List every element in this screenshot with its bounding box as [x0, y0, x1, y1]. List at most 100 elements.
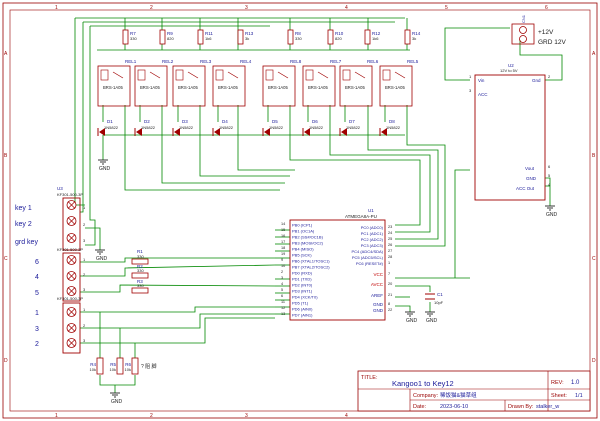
diode-part: 1N5822	[386, 125, 401, 130]
power-connector: CN1 +12V GRD 12V	[511, 14, 566, 46]
resistor-value: 1k6	[205, 36, 212, 41]
mcu-pin-name: PC1 (ADC1)	[361, 231, 384, 236]
relay-contact	[354, 71, 366, 79]
ground-label: GND	[99, 166, 111, 172]
relay-part: BRS-1A05	[140, 85, 160, 90]
relay-part: BRS-1A05	[308, 85, 328, 90]
diode-symbol	[304, 128, 310, 136]
mcu-power-pin-name: AREF	[371, 293, 383, 298]
mcu-pin-number: 4	[281, 282, 283, 286]
regulator-pin: Gnd	[532, 78, 541, 83]
screw-terminal	[66, 233, 77, 243]
r1-ref: R1	[137, 249, 143, 254]
relay-body	[379, 65, 413, 107]
r2-value: 330	[137, 268, 144, 273]
diode-ref: D2	[144, 119, 150, 124]
mcu-pin-name: PB4 (MISO)	[292, 247, 314, 252]
frame-row-label: B	[4, 153, 8, 159]
mcu-pin-number: 22	[388, 308, 392, 312]
mcu-pin-number: 25	[388, 237, 392, 241]
relay-part: BRS-1A05	[268, 85, 288, 90]
company-value: 稀饭猫&猫草组	[440, 391, 477, 399]
diode-ref: D3	[182, 119, 188, 124]
resistor-ref: R8	[295, 31, 301, 36]
resistor-value: 330	[295, 36, 302, 41]
regulator-pin-num: 1	[469, 74, 472, 79]
wires	[74, 17, 563, 393]
pulldown-resistors: R4 10k R5 10k R6 10k ? 阻 脚	[90, 357, 157, 375]
company-label: Company:	[413, 393, 439, 399]
regulator-pin: GND	[526, 176, 537, 181]
rev-value: 1.0	[571, 380, 580, 386]
r5-value: 10k	[110, 367, 116, 372]
key2-label: key 2	[15, 221, 32, 228]
r4-ref: R4	[90, 362, 96, 367]
frame-col-label: 3	[245, 413, 248, 419]
diode-symbol	[174, 128, 180, 136]
title-block: TITLE: Kangoo1 to Key12 REV: 1.0 Company…	[357, 370, 591, 412]
output-b-label: 2	[35, 341, 39, 348]
relay-body	[172, 65, 206, 107]
screw-terminal	[66, 271, 77, 281]
output-b-pin-num: 3	[83, 338, 86, 343]
mcu-pin-name: PB0 (ICP1)	[292, 223, 313, 228]
mcu-pin-number: 19	[281, 252, 285, 256]
relay-body	[212, 65, 246, 107]
ground-label: GND	[426, 318, 438, 324]
regulator-pin: Vin	[478, 78, 485, 83]
frame-col-label: 3	[245, 5, 248, 11]
output-b-pin-num: 2	[83, 323, 86, 328]
relay-part: BRS-1A05	[178, 85, 198, 90]
output-connector-a-value: KF301-500-3P	[57, 247, 83, 252]
mcu-pin-name: PB6 (XTAL1/TOSC1)	[292, 259, 330, 264]
mcu-power-pin-name: VCC	[373, 272, 383, 277]
frame-col-label: 1	[55, 5, 58, 11]
screw-terminal	[66, 216, 77, 226]
sheet-value: 1/1	[575, 393, 583, 399]
resistor-ref: R10	[335, 31, 344, 36]
diode-symbol	[341, 128, 347, 136]
mcu-pin-number: 14	[281, 222, 285, 226]
diode-symbol	[99, 128, 105, 136]
ground-symbol: GND	[95, 249, 108, 262]
ground-label: GND	[406, 318, 418, 324]
resistor-symbol	[327, 29, 334, 45]
ground-symbol: GND	[98, 159, 111, 172]
r3-value: 330	[137, 283, 144, 288]
ground-symbols: GND GND GND GND GND GND	[95, 159, 558, 405]
mcu-power-pin-name: GND	[373, 308, 384, 313]
output-a-label: 4	[35, 274, 39, 281]
regulator-u2: U2 12V to 5V Vin Gnd ACC Vout GND ACC Ou…	[469, 63, 551, 201]
regulator-pin-num: 2	[548, 74, 551, 79]
mcu-part: ATMEGA8A-PU	[345, 214, 377, 219]
mcu-pin-name: PD4 (XCK/T0)	[292, 295, 318, 300]
sheet-label: Sheet:	[551, 393, 567, 399]
mcu-pin-number: 27	[388, 249, 392, 253]
c1-ref: C1	[437, 292, 443, 297]
ground-symbol: GND	[425, 311, 438, 324]
mcu-pin-number: 5	[281, 288, 283, 292]
r2-ref: R2	[137, 264, 143, 269]
r3-ref: R3	[137, 279, 143, 284]
resistor-value: 820	[335, 36, 342, 41]
r5-ref: R5	[110, 362, 116, 367]
frame-col-label: 6	[545, 5, 548, 11]
mcu-pin-number: 17	[281, 240, 285, 244]
output-a-pin-num: 1	[83, 257, 86, 262]
diode-symbol	[136, 128, 142, 136]
relay-ref: REL4	[240, 59, 252, 64]
regulator-pin-num: 5	[548, 173, 551, 178]
resistor-symbol	[122, 29, 129, 45]
mcu-pin-number: 24	[388, 231, 392, 235]
mcu-pin-number: 1	[388, 261, 390, 265]
schematic-title: Kangoo1 to Key12	[392, 379, 454, 388]
terminal-screw	[67, 217, 76, 225]
